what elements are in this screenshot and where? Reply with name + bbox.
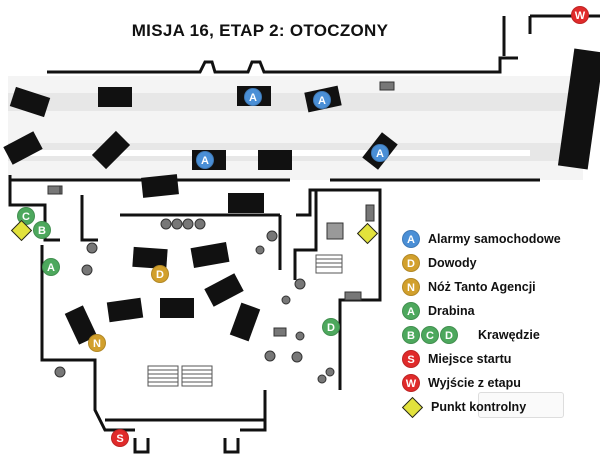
legend-label: Miejsce startu <box>428 352 512 366</box>
legend-label: Punkt kontrolny <box>431 400 527 414</box>
exit-legend-marker: W <box>402 374 420 392</box>
legend-label: Wyjście z etapu <box>428 376 521 390</box>
legend-row-ledges: B C D Krawędzie <box>402 324 540 346</box>
legend-row-exit: W Wyjście z etapu <box>402 372 521 394</box>
start-legend-marker: S <box>402 350 420 368</box>
car-alarm-marker: A <box>313 91 331 109</box>
car-alarm-legend-marker: A <box>402 230 420 248</box>
legend-row-knife: N Nóż Tanto Agencji <box>402 276 536 298</box>
props <box>47 81 395 384</box>
car-alarm-marker: A <box>244 88 262 106</box>
legend-label: Krawędzie <box>478 328 540 342</box>
car-alarm-marker: A <box>196 151 214 169</box>
ledge-marker-b: B <box>33 221 51 239</box>
ladder-legend-marker: A <box>402 302 420 320</box>
evidence-legend-marker: D <box>402 254 420 272</box>
watermark <box>478 392 564 418</box>
ledge-legend-marker-c: C <box>421 326 439 344</box>
ledge-legend-marker-d: D <box>440 326 458 344</box>
legend-label: Alarmy samochodowe <box>428 232 561 246</box>
parking-lot <box>8 76 583 180</box>
knife-legend-marker: N <box>402 278 420 296</box>
ledge-marker-d: D <box>322 318 340 336</box>
legend-row-start: S Miejsce startu <box>402 348 511 370</box>
legend-label: Drabina <box>428 304 475 318</box>
ladder-marker: A <box>42 258 60 276</box>
legend-row-car-alarms: A Alarmy samochodowe <box>402 228 561 250</box>
evidence-marker: D <box>151 265 169 283</box>
exit-marker: W <box>571 6 589 24</box>
legend-row-checkpoint: Punkt kontrolny <box>401 396 527 418</box>
car-alarm-marker: A <box>371 144 389 162</box>
legend-label: Dowody <box>428 256 477 270</box>
ledge-legend-marker-b: B <box>402 326 420 344</box>
legend-label: Nóż Tanto Agencji <box>428 280 536 294</box>
legend-row-evidence: D Dowody <box>402 252 477 274</box>
start-marker: S <box>111 429 129 447</box>
legend-row-ladder: A Drabina <box>402 300 475 322</box>
knife-marker: N <box>88 334 106 352</box>
checkpoint-legend-icon <box>401 396 424 418</box>
page-title: MISJA 16, ETAP 2: OTOCZONY <box>131 21 389 40</box>
stairs <box>147 254 343 387</box>
